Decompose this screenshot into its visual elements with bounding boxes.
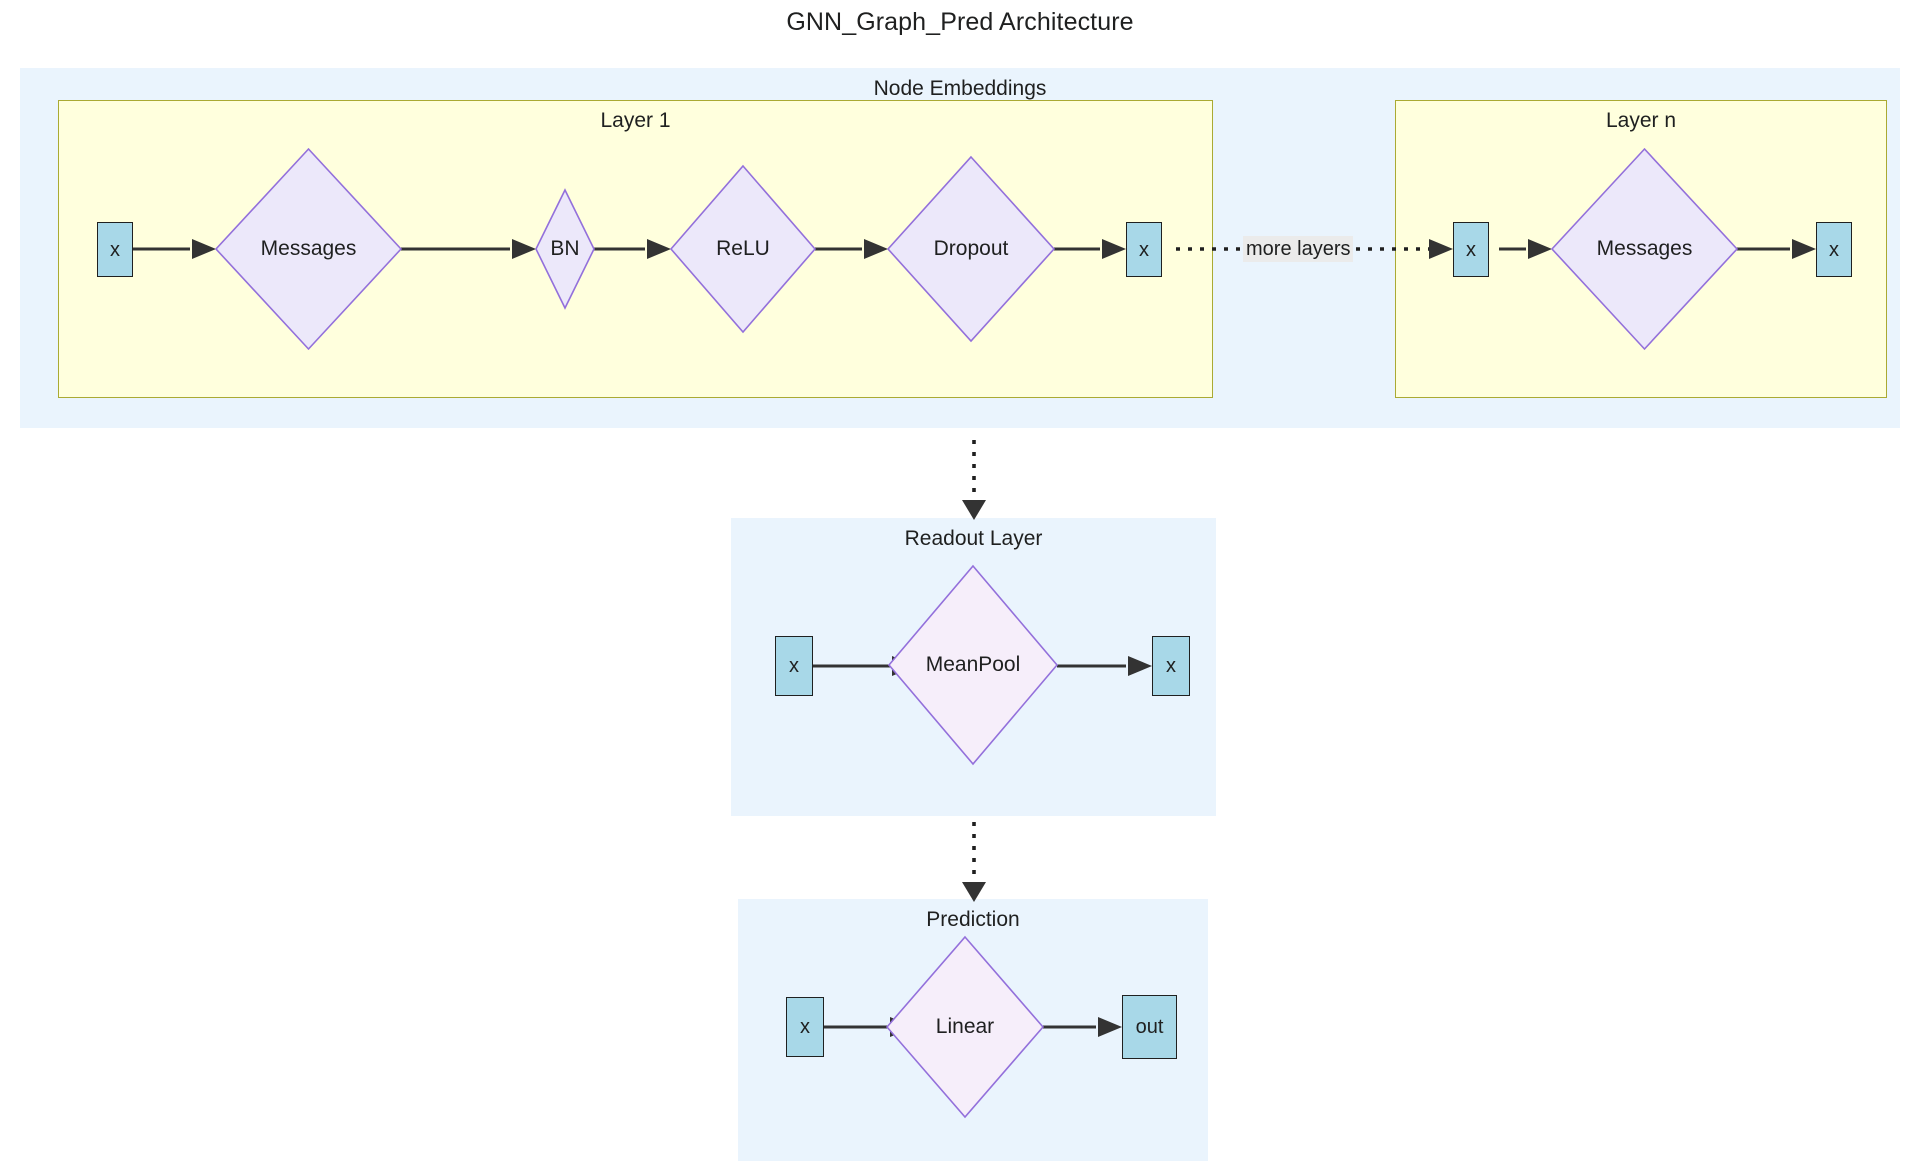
node-layern-output-x[interactable]: x [1816, 222, 1852, 277]
node-layer1-relu[interactable]: ReLU [669, 164, 817, 334]
node-layern-messages[interactable]: Messages [1550, 147, 1739, 351]
cluster-label-readout: Readout Layer [904, 527, 1043, 550]
diamond-shape-icon [1550, 147, 1739, 351]
node-layern-input-x[interactable]: x [1453, 222, 1489, 277]
cluster-label-prediction: Prediction [926, 908, 1020, 931]
node-readout-meanpool[interactable]: MeanPool [887, 564, 1059, 766]
node-label: x [1166, 655, 1176, 677]
node-label: x [1139, 238, 1149, 261]
node-readout-input-x[interactable]: x [775, 636, 813, 696]
diamond-shape-icon [886, 155, 1056, 343]
node-label: x [1829, 238, 1839, 261]
diamond-shape-icon [669, 164, 817, 334]
arrow-head-icon [962, 500, 986, 520]
diamond-shape-icon [887, 564, 1059, 766]
node-label: out [1135, 1016, 1164, 1038]
node-label: x [800, 1016, 810, 1038]
node-layer1-bn[interactable]: BN [535, 188, 595, 310]
node-label: x [1466, 238, 1476, 261]
diamond-shape-icon [535, 188, 595, 310]
cluster-label-node-embeddings: Node Embeddings [873, 77, 1047, 100]
node-readout-output-x[interactable]: x [1152, 636, 1190, 696]
node-prediction-output-out[interactable]: out [1122, 995, 1177, 1059]
node-prediction-linear[interactable]: Linear [885, 935, 1045, 1119]
edge-label-more-layers: more layers [1243, 236, 1354, 262]
cluster-label-layer-1: Layer 1 [600, 109, 671, 132]
diamond-shape-icon [214, 147, 403, 351]
node-layer1-messages[interactable]: Messages [214, 147, 403, 351]
node-layer1-dropout[interactable]: Dropout [886, 155, 1056, 343]
cluster-label-layer-n: Layer n [1605, 109, 1677, 132]
node-prediction-input-x[interactable]: x [786, 997, 824, 1057]
node-layer1-output-x[interactable]: x [1126, 222, 1162, 277]
diamond-shape-icon [885, 935, 1045, 1119]
node-label: x [110, 238, 120, 261]
node-layer1-input-x[interactable]: x [97, 222, 133, 277]
page-title: GNN_Graph_Pred Architecture [786, 8, 1134, 36]
node-label: x [789, 655, 799, 677]
